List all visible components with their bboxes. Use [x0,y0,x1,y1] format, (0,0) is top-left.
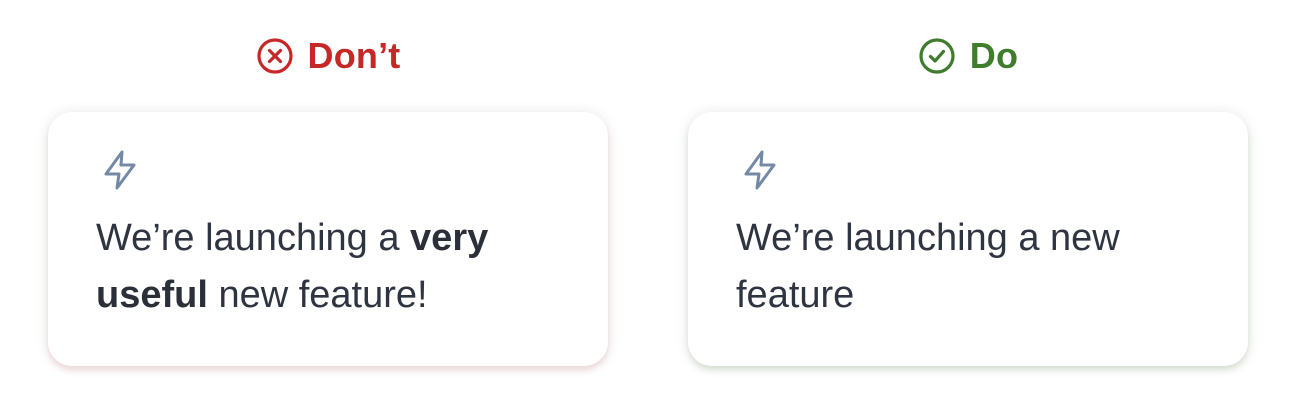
check-circle-icon [919,38,955,74]
dont-heading: Don’t [48,34,608,78]
message-text-before: We’re launching a [96,217,411,259]
dont-message: We’re launching a very useful new featur… [96,210,566,324]
do-heading: Do [688,34,1248,78]
lightning-bolt-icon [104,150,136,190]
dont-card: We’re launching a very useful new featur… [48,112,608,366]
do-message: We’re launching a new feature [736,217,1120,316]
message-text-after: new feature! [207,274,428,316]
do-card: We’re launching a new feature [688,112,1248,366]
message-text-bold: very useful [96,217,489,316]
dont-label: Don’t [307,35,401,76]
lightning-bolt-icon [744,150,776,190]
do-label: Do [969,35,1019,76]
x-circle-icon [256,38,293,74]
